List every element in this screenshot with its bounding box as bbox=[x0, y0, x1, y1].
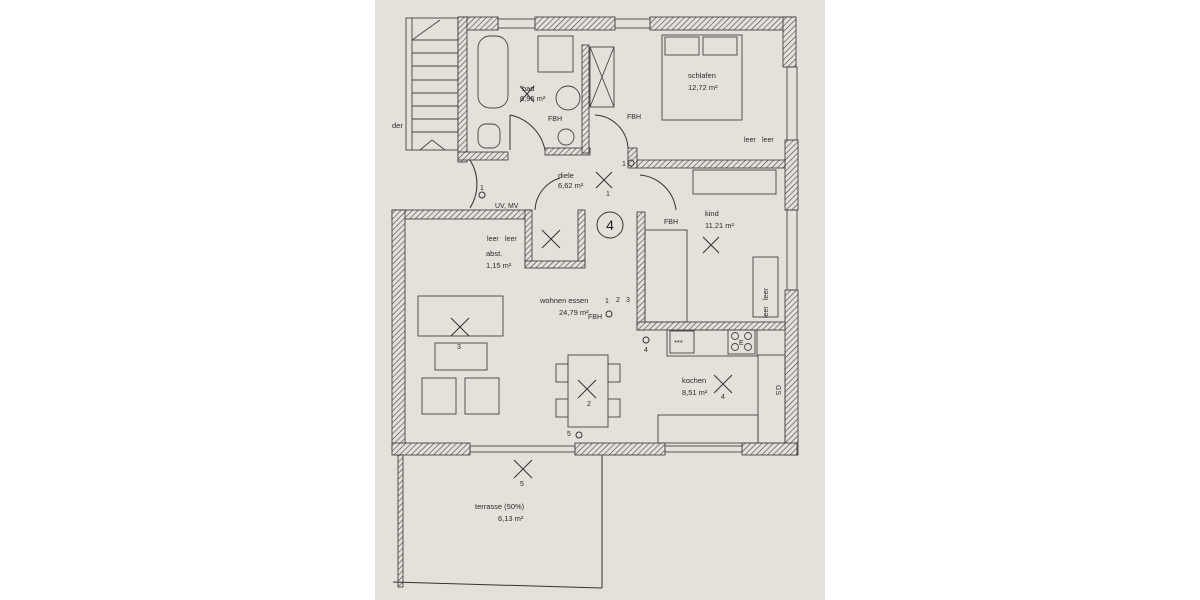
armchair bbox=[421, 377, 457, 415]
walls bbox=[391, 16, 799, 588]
switch-icon bbox=[642, 336, 650, 344]
switch-number: 1 bbox=[622, 161, 626, 168]
light-number: 4 bbox=[721, 394, 725, 401]
room-area-abst: 1,15 m² bbox=[486, 261, 512, 270]
room-area-wohnen: 24,79 m² bbox=[559, 308, 589, 317]
room-name-wohnen: wohnen essen bbox=[539, 296, 588, 305]
room-area-schlafen: 12,72 m² bbox=[688, 83, 718, 92]
light-number: 1 bbox=[606, 191, 610, 198]
appliance-mark: *** bbox=[674, 338, 683, 347]
stove-mark: E bbox=[739, 340, 744, 347]
paper-sheet bbox=[375, 0, 825, 600]
room-name-kochen: kochen bbox=[682, 376, 706, 385]
unit-number: 4 bbox=[606, 217, 614, 233]
switch-icon bbox=[478, 191, 486, 199]
room-area-kochen: 8,51 m² bbox=[682, 388, 708, 397]
light-number: 5 bbox=[520, 481, 524, 488]
leer-label: leer bbox=[763, 288, 770, 300]
fbh-label-bad: FBH bbox=[548, 116, 562, 123]
windows bbox=[469, 18, 798, 453]
kitchen-counter bbox=[666, 329, 758, 357]
switch-number: 3 bbox=[626, 297, 630, 304]
double-bed bbox=[661, 34, 743, 121]
leer-label: leer bbox=[762, 137, 774, 144]
pillow bbox=[702, 36, 738, 56]
unit-number-circle bbox=[596, 211, 624, 239]
room-name-diele: diele bbox=[558, 171, 574, 180]
bathroom-fixtures bbox=[477, 35, 615, 149]
leer-label: leer bbox=[505, 236, 517, 243]
room-name-terrasse: terrasse (50%) bbox=[475, 502, 525, 511]
pillow bbox=[664, 36, 700, 56]
desk bbox=[752, 256, 779, 318]
doors bbox=[469, 114, 677, 211]
light-number: 3 bbox=[457, 344, 461, 351]
ceiling-lights bbox=[450, 85, 733, 479]
single-bed bbox=[644, 229, 688, 323]
room-area-diele: 6,62 m² bbox=[558, 181, 584, 190]
switch-number: 1 bbox=[605, 298, 609, 305]
kitchen-island bbox=[657, 414, 759, 444]
sofa bbox=[417, 295, 504, 337]
coffee-table bbox=[434, 342, 488, 371]
fbh-label-schlafen: FBH bbox=[627, 114, 641, 121]
side-counter bbox=[757, 354, 786, 444]
terrace-outline bbox=[392, 455, 603, 589]
fbh-label-wohnen: FBH bbox=[588, 314, 602, 321]
chair bbox=[607, 398, 621, 418]
gs-label: GS bbox=[774, 385, 781, 395]
leer-label: leer bbox=[487, 236, 499, 243]
leer-label: leer bbox=[744, 137, 756, 144]
leer-label: leer bbox=[763, 306, 770, 318]
room-area-kind: 11,21 m² bbox=[705, 221, 735, 230]
switch-icon bbox=[627, 159, 635, 167]
chair bbox=[555, 398, 569, 418]
switch-number: 4 bbox=[644, 347, 648, 354]
room-area-terrasse: 6,13 m² bbox=[498, 514, 524, 523]
switch-icon bbox=[575, 431, 583, 439]
uv-mv-label: UV, MV bbox=[495, 203, 519, 210]
staircase bbox=[405, 17, 459, 151]
switch-icon bbox=[605, 310, 613, 318]
room-name-schlafen: schlafen bbox=[688, 71, 716, 80]
armchair bbox=[464, 377, 500, 415]
switch-number: 5 bbox=[567, 431, 571, 438]
appliance-box bbox=[669, 330, 695, 354]
room-area-bad: 6,96 m² bbox=[520, 94, 546, 103]
chair bbox=[607, 363, 621, 383]
switch-number: 2 bbox=[616, 297, 620, 304]
wardrobe bbox=[692, 169, 777, 195]
room-name-abst: abst. bbox=[486, 249, 502, 258]
dining-table bbox=[567, 354, 609, 428]
light-number: 2 bbox=[587, 401, 591, 408]
stove bbox=[727, 329, 756, 355]
stair-label: der bbox=[392, 121, 403, 130]
switch-number: 1 bbox=[480, 185, 484, 192]
chair bbox=[555, 363, 569, 383]
room-name-kind: kind bbox=[705, 209, 719, 218]
fbh-label-kind: FBH bbox=[664, 219, 678, 226]
room-name-bad: bad bbox=[522, 84, 535, 93]
